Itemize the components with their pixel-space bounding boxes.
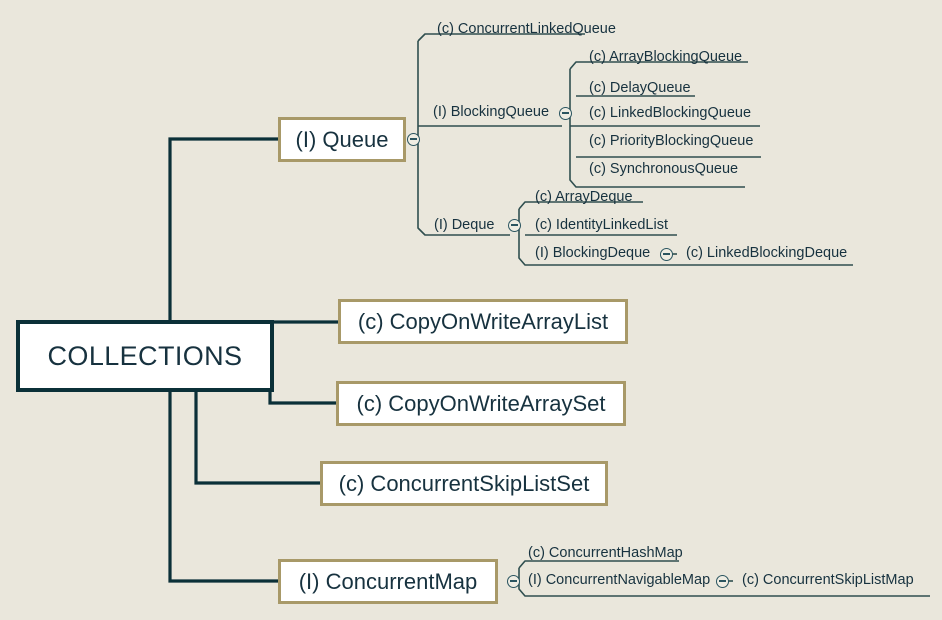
leaf-arrayblockingqueue[interactable]: (c) ArrayBlockingQueue: [589, 50, 742, 65]
leaf-concurrentlinkedqueue-label: (c) ConcurrentLinkedQueue: [437, 21, 616, 37]
branch-node-copyonwritearrayset[interactable]: (c) CopyOnWriteArraySet: [336, 381, 626, 426]
branch-node-queue-label: (I) Queue: [295, 126, 389, 152]
toggle-queue[interactable]: [407, 132, 420, 146]
toggle-concurrentnavigablemap[interactable]: [716, 574, 729, 588]
leaf-arraydeque-label: (c) ArrayDeque: [535, 189, 633, 205]
leaf-linkedblockingqueue-label: (c) LinkedBlockingQueue: [589, 105, 752, 121]
leaf-linkedblockingdeque[interactable]: (c) LinkedBlockingDeque: [686, 246, 847, 261]
leaf-deque-label: (I) Deque: [434, 217, 495, 233]
leaf-deque[interactable]: (I) Deque: [434, 218, 494, 233]
leaf-concurrentnavigablemap-label: (I) ConcurrentNavigableMap: [528, 572, 711, 588]
toggle-deque[interactable]: [508, 218, 521, 232]
root-node-collections[interactable]: COLLECTIONS: [16, 320, 274, 392]
connector-root-to-cssl: [194, 390, 320, 485]
leaf-synchronousqueue[interactable]: (c) SynchronousQueue: [589, 162, 738, 177]
leaf-identitylinkedlist-label: (c) IdentityLinkedList: [535, 217, 668, 233]
cmap-spine-top: [518, 560, 679, 569]
branch-node-copyonwritearrayset-label: (c) CopyOnWriteArraySet: [356, 390, 606, 416]
leaf-linkedblockingdeque-label: (c) LinkedBlockingDeque: [686, 245, 848, 261]
branch-node-copyonwritearraylist-label: (c) CopyOnWriteArrayList: [357, 308, 609, 334]
leaf-concurrentlinkedqueue[interactable]: (c) ConcurrentLinkedQueue: [437, 22, 616, 37]
connector-root-to-cowas: [268, 390, 336, 405]
leaf-delayqueue-label: (c) DelayQueue: [589, 80, 691, 96]
connector-root-to-queue: [168, 137, 278, 324]
leaf-blockingqueue[interactable]: (I) BlockingQueue: [433, 105, 549, 120]
branch-node-concurrentmap-label: (I) ConcurrentMap: [298, 568, 478, 594]
branch-node-queue[interactable]: (I) Queue: [278, 117, 406, 162]
leaf-blockingdeque-label: (I) BlockingDeque: [535, 245, 651, 261]
connector-root-to-cmap: [168, 390, 278, 583]
leaf-concurrentskiplistmap[interactable]: (c) ConcurrentSkipListMap: [742, 573, 914, 588]
leaf-concurrentnavigablemap[interactable]: (I) ConcurrentNavigableMap: [528, 573, 710, 588]
leaf-priorityblockingqueue-label: (c) PriorityBlockingQueue: [589, 133, 754, 149]
leaf-arraydeque[interactable]: (c) ArrayDeque: [535, 190, 633, 205]
root-node-label: COLLECTIONS: [47, 340, 243, 371]
branch-node-copyonwritearraylist[interactable]: (c) CopyOnWriteArrayList: [338, 299, 628, 344]
branch-node-concurrentmap[interactable]: (I) ConcurrentMap: [278, 559, 498, 604]
leaf-linkedblockingqueue[interactable]: (c) LinkedBlockingQueue: [589, 106, 751, 121]
toggle-concurrentmap[interactable]: [507, 574, 520, 588]
leaf-delayqueue[interactable]: (c) DelayQueue: [589, 81, 691, 96]
leaf-synchronousqueue-label: (c) SynchronousQueue: [589, 161, 739, 177]
branch-node-concurrentskiplistset-label: (c) ConcurrentSkipListSet: [338, 470, 590, 496]
leaf-concurrenthashmap[interactable]: (c) ConcurrentHashMap: [528, 546, 683, 561]
leaf-priorityblockingqueue[interactable]: (c) PriorityBlockingQueue: [589, 134, 753, 149]
branch-node-concurrentskiplistset[interactable]: (c) ConcurrentSkipListSet: [320, 461, 608, 506]
leaf-concurrentskiplistmap-label: (c) ConcurrentSkipListMap: [742, 572, 914, 588]
leaf-arrayblockingqueue-label: (c) ArrayBlockingQueue: [589, 49, 743, 65]
leaf-blockingdeque[interactable]: (I) BlockingDeque: [535, 246, 650, 261]
leaf-concurrenthashmap-label: (c) ConcurrentHashMap: [528, 545, 683, 561]
toggle-blockingdeque[interactable]: [660, 247, 673, 261]
leaf-identitylinkedlist[interactable]: (c) IdentityLinkedList: [535, 218, 668, 233]
toggle-blockingqueue[interactable]: [559, 106, 572, 120]
leaf-blockingqueue-label: (I) BlockingQueue: [433, 104, 550, 120]
